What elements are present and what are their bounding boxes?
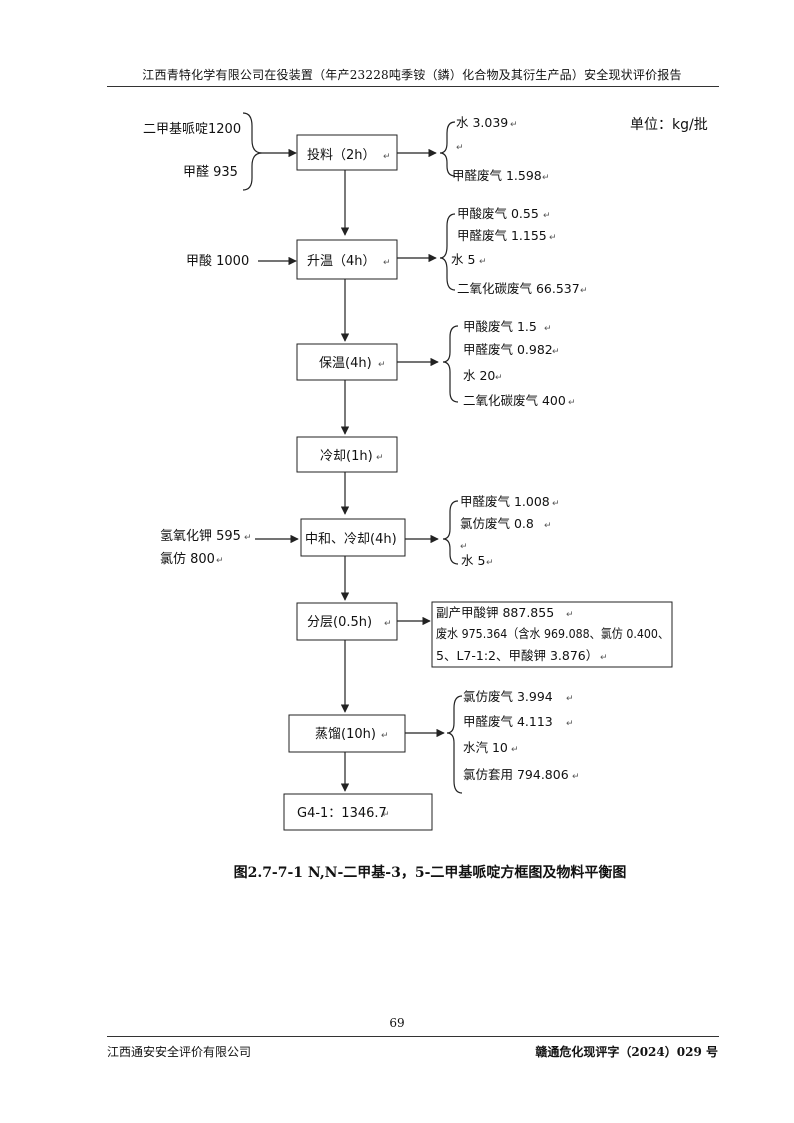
footer-report-number: 赣通危化现评字（2024）029 号 [535,1045,718,1059]
return-mark: ↵ [486,558,494,568]
step-box-8 [283,793,433,831]
output-brace-3 [442,325,459,403]
return-mark: ↵ [542,173,550,183]
output-label: 水汽 10 [463,740,508,755]
output-label: 甲醛废气 4.113 [463,714,553,729]
output-label: 甲酸废气 1.5 [463,319,537,334]
output-brace-5 [442,500,459,565]
return-mark: ↵ [384,619,392,629]
output-label: 水 5 [451,252,475,267]
return-mark: ↵ [600,653,608,663]
return-mark: ↵ [479,257,487,267]
input-label: 二甲基哌啶1200 [143,121,241,137]
input-brace [242,112,263,191]
step-box-2 [296,239,398,280]
return-mark: ↵ [383,258,391,268]
step-label-7: 蒸馏(10h) [315,727,376,742]
output-label: 二氧化碳废气 66.537 [457,281,580,296]
step-label-1: 投料（2h） [307,147,376,163]
return-mark: ↵ [552,347,560,357]
return-mark: ↵ [568,398,576,408]
page-number: 69 [389,1016,405,1030]
output-label: 氯仿套用 794.806 [463,767,569,782]
return-mark: ↵ [552,499,560,509]
output-brace-7 [446,695,463,794]
step-box-3 [296,343,398,381]
step-box-4 [296,436,398,473]
output-box-6 [431,601,673,668]
input-label: 甲醛 935 [183,164,238,180]
output-label: 水 5 [461,553,485,568]
return-mark: ↵ [544,324,552,334]
return-mark: ↵ [378,360,386,370]
step-box-5 [300,518,406,557]
step-label-8: G4-1：1346.7 [297,806,387,821]
output-brace-2 [439,213,456,291]
return-mark: ↵ [572,772,580,782]
step-label-3: 保温(4h) [319,356,372,371]
page-header: 江西青特化学有限公司在役装置（年产23228吨季铵（鏻）化合物及其衍生产品）安全… [142,68,682,82]
output-label: 水 20 [463,368,495,383]
input-label: 甲酸 1000 [186,254,249,269]
output-label: 甲酸废气 0.55 [457,206,539,221]
return-mark: ↵ [580,286,588,296]
step-box-1 [296,134,398,171]
output-label: 5、L7-1:2、甲酸钾 3.876） [436,648,598,663]
step-box-6 [296,602,398,641]
return-mark: ↵ [566,719,574,729]
output-label: 氯仿废气 0.8 [460,516,534,531]
output-label: 水 3.039 [456,115,508,130]
return-mark: ↵ [510,120,518,130]
output-label: 废水 975.364（含水 969.088、氯仿 0.400、 [436,626,669,641]
output-label: 甲醛废气 0.982 [463,342,553,357]
output-label: 副产甲酸钾 887.855 [436,605,554,620]
return-mark: ↵ [543,211,551,221]
step-box-7 [288,714,406,753]
return-mark: ↵ [495,373,503,383]
return-mark: ↵ [549,233,557,243]
output-brace-1 [439,121,456,177]
return-mark: ↵ [382,810,390,820]
return-mark: ↵ [544,521,552,531]
figure-caption: 图2.7-7-1 N,N-二甲基-3，5-二甲基哌啶方框图及物料平衡图 [233,865,627,881]
step-label-6: 分层(0.5h) [307,615,372,630]
unit-label: 单位：kg/批 [630,117,708,133]
return-mark: ↵ [381,731,389,741]
return-mark: ↵ [383,152,391,162]
output-label: 甲醛废气 1.598 [452,168,542,183]
step-label-4: 冷却(1h) [320,449,373,464]
output-label: 氯仿废气 3.994 [463,689,553,704]
output-label: 二氧化碳废气 400 [463,393,566,408]
return-mark: ↵ [244,533,252,543]
return-mark: ↵ [216,556,224,566]
footer-rule [107,1036,719,1037]
return-mark: ↵ [511,745,519,755]
input-label: 氯仿 800 [160,552,215,567]
return-mark: ↵ [566,610,574,620]
input-label: 氢氧化钾 595 [160,529,241,544]
return-mark: ↵ [460,542,468,552]
step-label-5: 中和、冷却(4h) [305,532,397,547]
header-rule [107,86,719,87]
output-label: 甲醛废气 1.008 [460,494,550,509]
return-mark: ↵ [566,694,574,704]
step-label-2: 升温（4h） [307,254,376,269]
footer-company: 江西通安安全评价有限公司 [107,1045,252,1059]
output-label: 甲醛废气 1.155 [457,228,547,243]
return-mark: ↵ [456,143,464,153]
return-mark: ↵ [376,453,384,463]
